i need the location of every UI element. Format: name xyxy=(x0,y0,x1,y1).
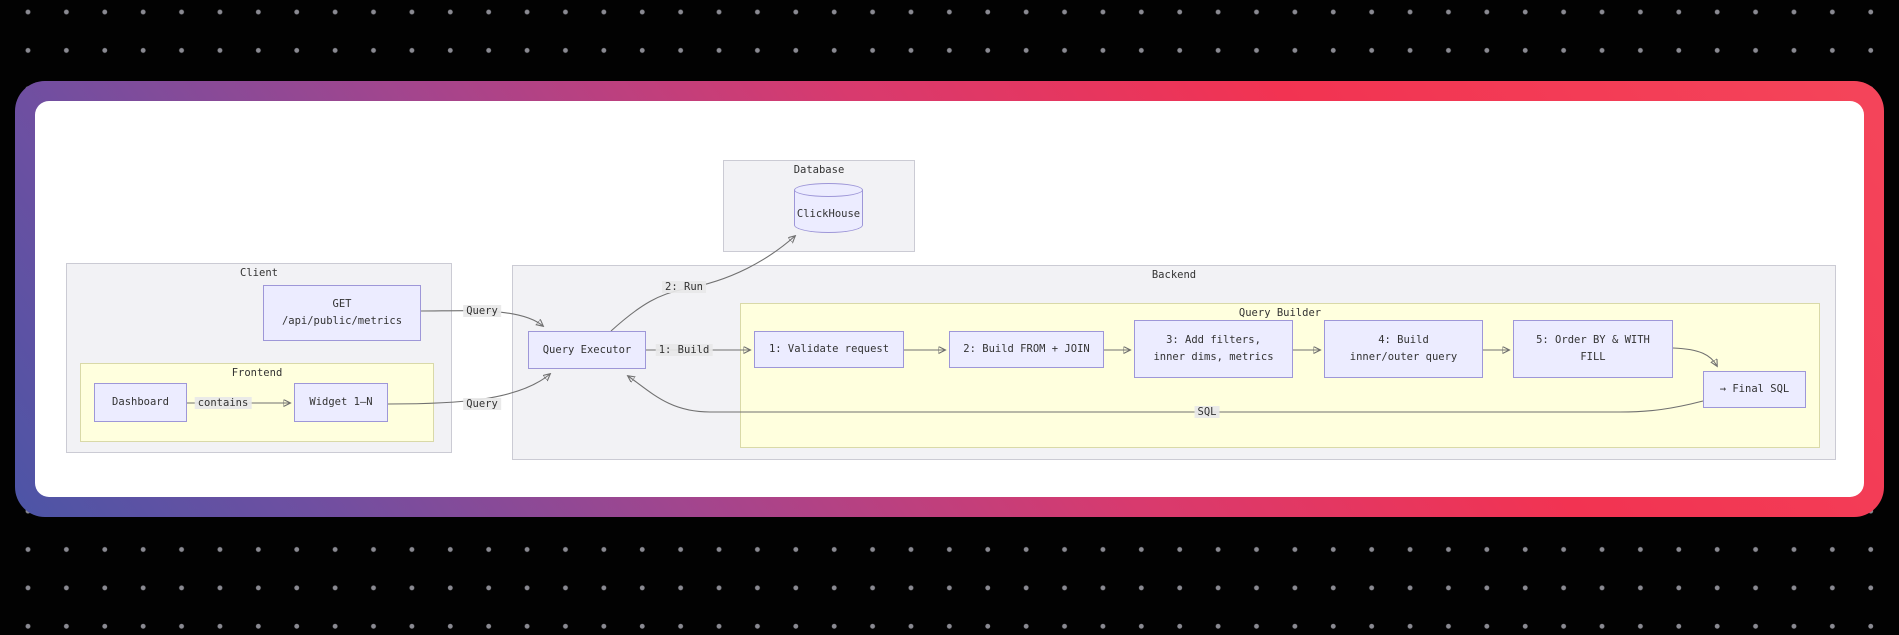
node-order-by-fill-line1: 5: Order BY & WITH xyxy=(1536,334,1650,346)
edge-label-sql: SQL xyxy=(1194,406,1220,418)
node-add-filters: 3: Add filters, inner dims, metrics xyxy=(1134,320,1293,378)
node-dashboard: Dashboard xyxy=(94,383,187,422)
edge-label-run: 2: Run xyxy=(662,281,706,293)
node-order-by-fill-line2: FILL xyxy=(1580,351,1606,363)
cylinder-top-icon xyxy=(794,183,863,197)
node-get-line2: /api/public/metrics xyxy=(281,315,403,327)
edge-orderby-finalsql xyxy=(1672,347,1717,366)
cluster-query-builder-title: Query Builder xyxy=(1238,307,1322,319)
node-build-inner-outer: 4: Build inner/outer query xyxy=(1324,320,1483,378)
node-get-endpoint: GET /api/public/metrics xyxy=(263,285,421,341)
edge-label-query-bottom: Query xyxy=(463,398,501,410)
node-widget: Widget 1–N xyxy=(294,383,388,422)
edge-label-query-top: Query xyxy=(463,305,501,317)
node-order-by-fill: 5: Order BY & WITH FILL xyxy=(1513,320,1673,378)
cluster-client-title: Client xyxy=(240,267,278,279)
node-final-sql: → Final SQL xyxy=(1703,371,1806,408)
node-add-filters-line1: 3: Add filters, xyxy=(1166,334,1261,346)
node-get-line1: GET xyxy=(332,298,352,310)
node-add-filters-line2: inner dims, metrics xyxy=(1153,351,1274,363)
node-dashboard-label: Dashboard xyxy=(112,396,169,408)
node-clickhouse-label: ClickHouse xyxy=(796,208,861,220)
node-build-from-join: 2: Build FROM + JOIN xyxy=(949,331,1104,368)
edge-finalsql-queryexecutor xyxy=(628,376,1704,413)
node-build-inner-outer-line2: inner/outer query xyxy=(1349,351,1458,363)
edge-label-contains: contains xyxy=(194,397,252,409)
cluster-backend-title: Backend xyxy=(1151,269,1197,281)
node-clickhouse-label-wrap: ClickHouse xyxy=(794,190,863,233)
node-query-executor: Query Executor xyxy=(528,331,646,369)
node-build-from-join-label: 2: Build FROM + JOIN xyxy=(963,343,1090,355)
edge-label-build: 1: Build xyxy=(655,344,713,356)
node-final-sql-label: → Final SQL xyxy=(1719,383,1790,395)
cluster-database-title: Database xyxy=(793,164,845,176)
node-build-inner-outer-line1: 4: Build xyxy=(1378,334,1429,346)
node-clickhouse: ClickHouse xyxy=(794,183,863,233)
cluster-frontend-title: Frontend xyxy=(231,367,283,379)
node-validate-request: 1: Validate request xyxy=(754,331,904,368)
node-validate-request-label: 1: Validate request xyxy=(768,343,890,355)
node-widget-label: Widget 1–N xyxy=(309,396,373,408)
node-query-executor-label: Query Executor xyxy=(542,343,632,356)
